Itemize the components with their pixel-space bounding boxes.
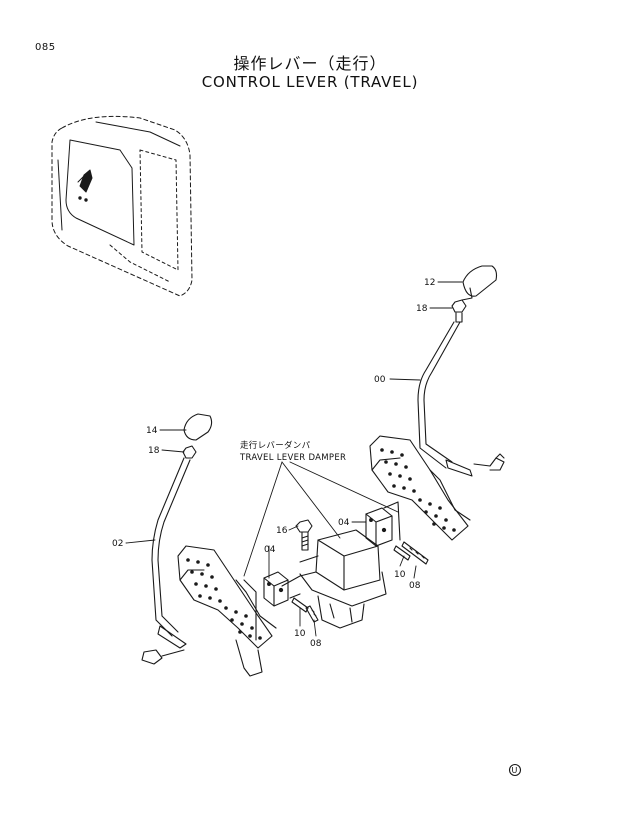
right-travel-lever xyxy=(417,265,505,477)
callout-08-left: 08 xyxy=(310,639,322,649)
callout-04-right: 04 xyxy=(338,518,350,528)
title-japanese: 操作レバー（走行） xyxy=(233,54,387,73)
pins-left xyxy=(291,597,319,623)
callout-04-left: 04 xyxy=(264,545,276,555)
callout-18-left: 18 xyxy=(148,446,160,456)
stamp-mark: U xyxy=(508,763,522,777)
callout-16: 16 xyxy=(276,526,288,536)
callout-08-right: 08 xyxy=(409,581,421,591)
callout-12: 12 xyxy=(424,278,435,288)
leader-lines xyxy=(125,281,463,637)
stamp-letter: U xyxy=(512,766,518,775)
callout-numbers: 12 18 00 14 18 02 16 04 04 10 08 10 08 xyxy=(112,278,435,649)
damper-label-japanese: 走行レバーダンパ xyxy=(240,440,311,451)
pins-right xyxy=(393,541,429,565)
damper-mounting-lines xyxy=(243,501,401,641)
damper-block-left xyxy=(263,571,289,607)
callout-10-left: 10 xyxy=(294,629,306,639)
left-travel-pedal xyxy=(177,545,277,677)
cab-inset-illustration xyxy=(51,115,193,297)
callout-10-right: 10 xyxy=(394,570,406,580)
callout-14: 14 xyxy=(146,426,158,436)
callout-00: 00 xyxy=(374,375,386,385)
page-number: 085 xyxy=(35,42,56,53)
callout-18-right: 18 xyxy=(416,304,428,314)
right-travel-pedal xyxy=(369,435,471,541)
title-english: CONTROL LEVER (TRAVEL) xyxy=(201,73,419,91)
damper-block-right xyxy=(365,507,393,547)
damper-label-english: TRAVEL LEVER DAMPER xyxy=(239,453,346,463)
travel-lever-damper-body xyxy=(281,529,387,629)
callout-02: 02 xyxy=(112,539,123,549)
bolt-16 xyxy=(295,519,313,551)
